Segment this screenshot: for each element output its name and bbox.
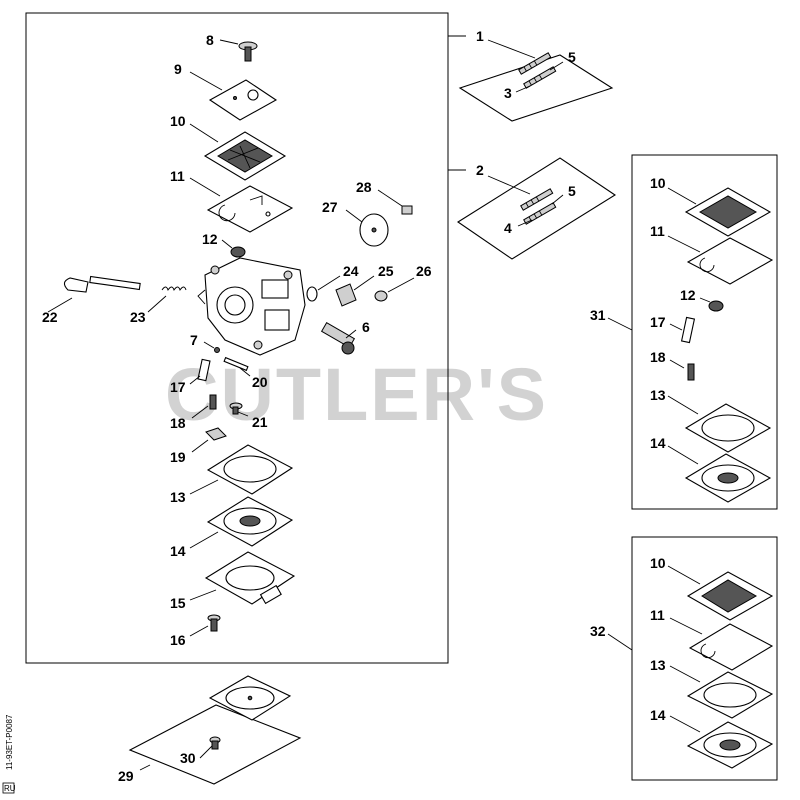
callout-15: 15 — [170, 595, 186, 611]
carburetor-body — [197, 257, 306, 356]
lever-19 — [191, 427, 227, 453]
pin-20 — [223, 356, 251, 377]
callout-5b: 5 — [568, 183, 576, 199]
spring-23 — [147, 286, 187, 313]
callout-13: 13 — [170, 489, 186, 505]
corner-mark-box — [2, 782, 15, 794]
callout-20: 20 — [252, 374, 268, 390]
callout-8: 8 — [206, 32, 214, 48]
callout-11: 11 — [170, 168, 185, 184]
spring-18 — [191, 394, 217, 419]
callout-10: 10 — [170, 113, 186, 129]
ring-24 — [306, 275, 341, 302]
callout-29: 29 — [118, 768, 134, 784]
callout-6: 6 — [362, 319, 370, 335]
callout-7: 7 — [190, 332, 198, 348]
callout-17: 17 — [170, 379, 186, 395]
main-assembly-frame — [25, 12, 449, 664]
kit31-callout-11: 11 — [650, 223, 665, 239]
callout-26: 26 — [416, 263, 432, 279]
callout-1: 1 — [476, 28, 484, 44]
kit-32-contents — [607, 565, 774, 769]
kit32-callout-13: 13 — [650, 657, 666, 673]
kit32-callout-14: 14 — [650, 707, 666, 723]
kit31-callout-10: 10 — [650, 175, 666, 191]
kit-31-frame — [631, 154, 778, 510]
kit-31-contents — [607, 187, 774, 503]
kit32-callout-11: 11 — [650, 607, 665, 623]
kit31-callout-13: 13 — [650, 387, 666, 403]
kit-32-frame — [631, 536, 778, 781]
kit31-callout-14: 14 — [650, 435, 666, 451]
adjusting-screw-kit-1 — [458, 39, 614, 122]
kit31-callout-17: 17 — [650, 314, 666, 330]
callout-32: 32 — [590, 623, 606, 639]
washer-26 — [374, 277, 415, 302]
callout-19: 19 — [170, 449, 186, 465]
gasket-11 — [189, 177, 294, 233]
callout-31: 31 — [590, 307, 606, 323]
clip-25 — [335, 275, 375, 307]
diaphragm-14 — [189, 496, 294, 549]
callout-14: 14 — [170, 543, 186, 559]
screw-21 — [229, 402, 249, 417]
callout-22: 22 — [42, 309, 58, 325]
callout-4: 4 — [504, 220, 512, 236]
fitting-6 — [320, 321, 357, 355]
adjusting-screw-kit-2 — [456, 157, 617, 260]
callout-25: 25 — [378, 263, 394, 279]
callout-21: 21 — [252, 414, 268, 430]
disk-27 — [345, 209, 389, 247]
watermark-text: CUTLER'S — [165, 353, 548, 436]
shaft-22 — [47, 275, 141, 313]
kit31-callout-18: 18 — [650, 349, 666, 365]
inlet-needle-17 — [189, 358, 211, 385]
callout-30: 30 — [180, 750, 196, 766]
screw-8 — [219, 39, 258, 62]
callout-2: 2 — [476, 162, 484, 178]
kit32-callout-10: 10 — [650, 555, 666, 571]
diaphragm-kit-29 — [128, 675, 302, 785]
callout-3: 3 — [504, 85, 512, 101]
screw-28 — [377, 189, 413, 215]
callout-9: 9 — [174, 61, 182, 77]
diaphragm-10 — [189, 123, 287, 181]
cover-9 — [189, 71, 278, 121]
drawing-code: 11-93ET-P0087 — [5, 714, 14, 770]
callout-24: 24 — [343, 263, 359, 279]
callout-28: 28 — [356, 179, 372, 195]
callout-27: 27 — [322, 199, 338, 215]
corner-mark: RU — [4, 784, 16, 793]
gasket-13 — [189, 444, 294, 495]
callout-16: 16 — [170, 632, 186, 648]
needle-7 — [203, 341, 220, 353]
callout-23: 23 — [130, 309, 146, 325]
callout-5a: 5 — [568, 49, 576, 65]
callout-12: 12 — [202, 231, 218, 247]
pump-cover-15 — [189, 551, 296, 605]
strainer-12 — [221, 239, 246, 258]
kit31-callout-12: 12 — [680, 287, 696, 303]
callout-18: 18 — [170, 415, 186, 431]
screw-16 — [189, 614, 221, 637]
